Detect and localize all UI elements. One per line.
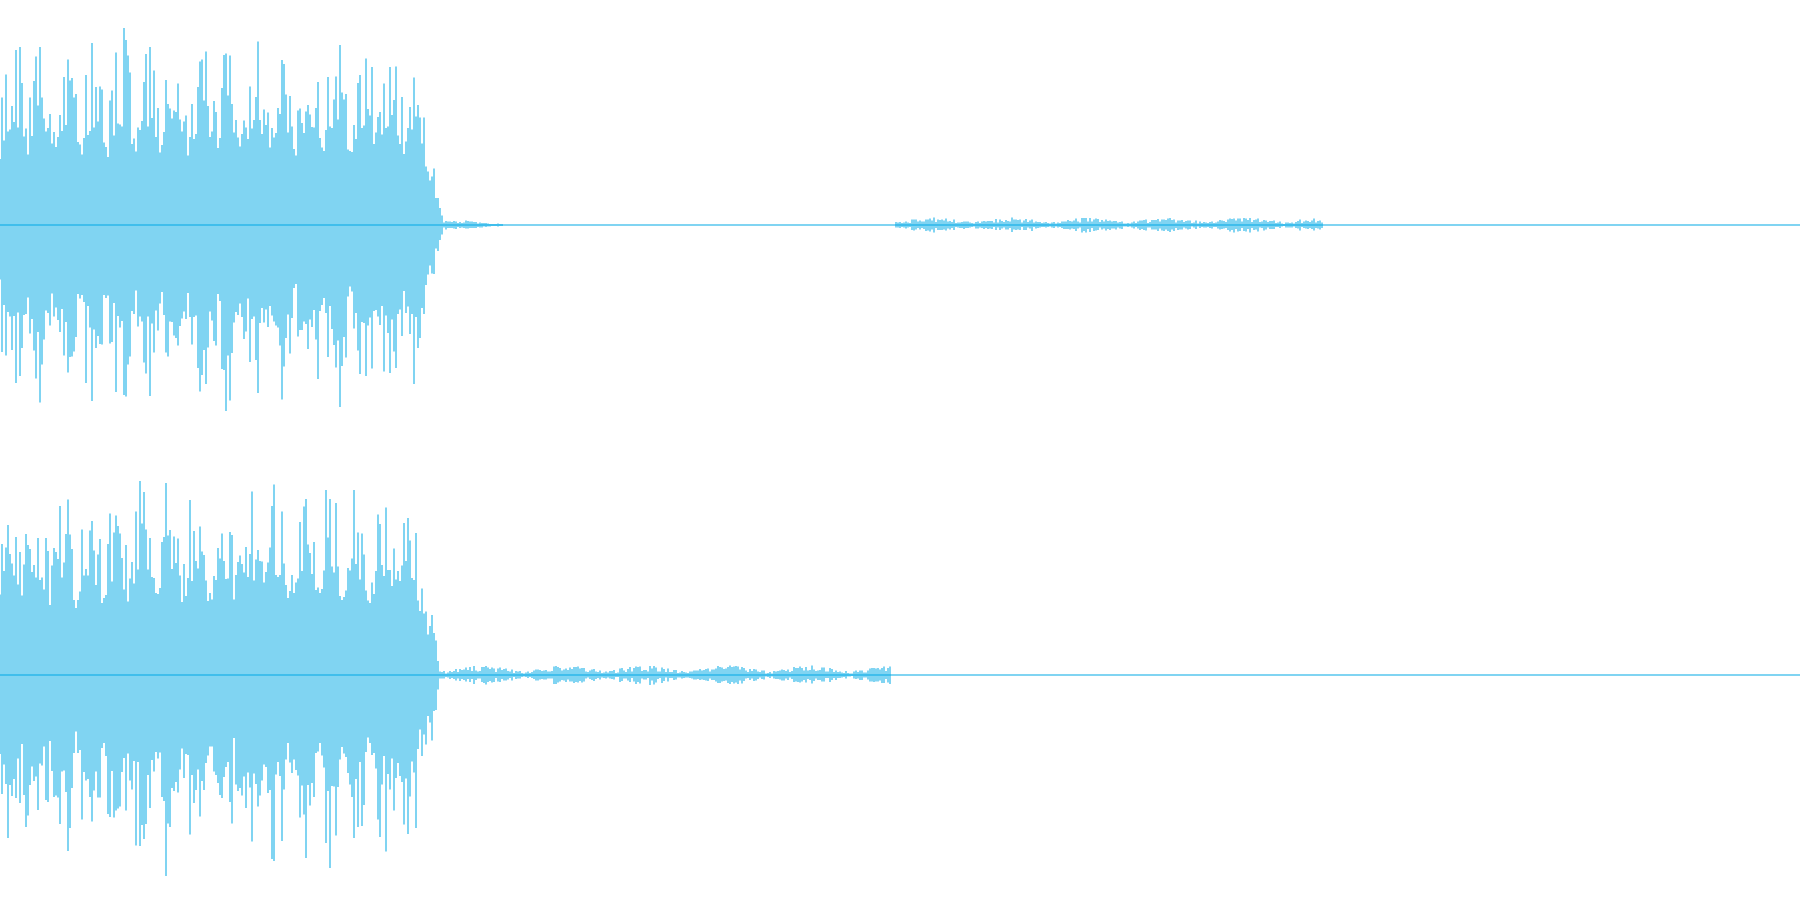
channel-2-signal (0, 481, 1800, 877)
channel-1-waveform (0, 27, 1800, 412)
channel-1-signal (0, 27, 1800, 412)
channel-2-waveform (0, 481, 1800, 877)
